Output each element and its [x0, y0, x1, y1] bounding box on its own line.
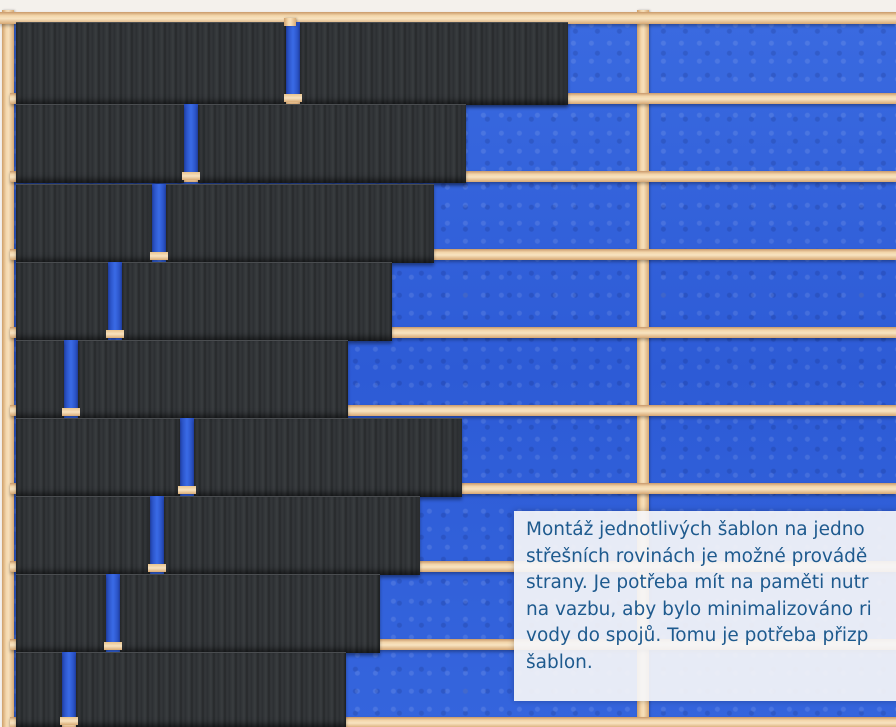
batten [10, 327, 896, 338]
shingle [76, 652, 346, 727]
shingle-joint-gap [150, 496, 164, 572]
timber-clip [106, 330, 124, 338]
shingle [78, 340, 348, 419]
shingle-joint-gap [108, 262, 122, 338]
counter-batten-top [284, 18, 296, 26]
batten [10, 405, 896, 416]
shingle [16, 574, 106, 653]
shingle [16, 262, 108, 341]
shingle [16, 652, 62, 727]
counter-batten [2, 10, 14, 727]
timber-clip [284, 94, 302, 102]
shingle [16, 340, 64, 419]
shingle [166, 184, 434, 263]
shingle-joint-gap [152, 184, 166, 260]
batten [10, 249, 896, 260]
timber-clip [60, 717, 78, 725]
timber-clip [150, 252, 168, 260]
shingle [300, 22, 568, 105]
shingle [16, 418, 180, 497]
batten [10, 639, 896, 650]
shingle-joint-gap [286, 22, 300, 102]
shingle [164, 496, 420, 575]
shingle-joint-gap [106, 574, 120, 650]
shingle [16, 104, 184, 183]
timber-clip [182, 172, 200, 180]
top-batten [0, 12, 896, 24]
shingle [16, 496, 150, 575]
timber-clip [62, 408, 80, 416]
shingle [16, 22, 286, 105]
caption-text: Montáž jednotlivých šablon na jedno stře… [526, 519, 872, 673]
batten [10, 561, 896, 572]
shingle [194, 418, 462, 497]
shingle [122, 262, 392, 341]
shingle-joint-gap [180, 418, 194, 494]
caption-box: Montáž jednotlivých šablon na jedno stře… [514, 511, 896, 701]
shingle [120, 574, 380, 653]
shingle [16, 184, 152, 263]
shingle-joint-gap [62, 652, 76, 725]
shingle-joint-gap [64, 340, 78, 416]
timber-clip [148, 564, 166, 572]
shingle-joint-gap [184, 104, 198, 180]
shingle [198, 104, 466, 183]
timber-clip [178, 486, 196, 494]
timber-clip [104, 642, 122, 650]
batten [10, 717, 896, 727]
